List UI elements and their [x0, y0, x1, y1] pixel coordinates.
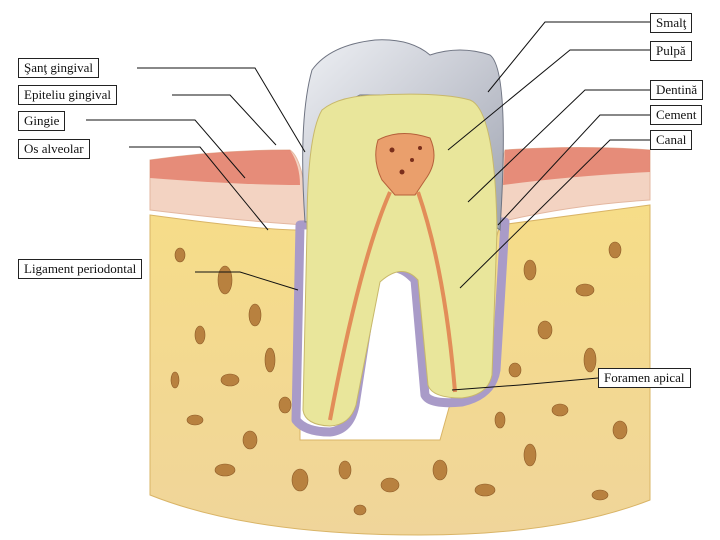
label-canal: Canal	[650, 130, 693, 150]
label-dentina: Dentină	[650, 80, 704, 100]
label-ligament-periodontal: Ligament periodontal	[18, 259, 143, 279]
label-pulpa: Pulpă	[650, 41, 692, 61]
root-canal-left	[328, 191, 392, 421]
label-gingie: Gingie	[18, 111, 66, 131]
label-cement: Cement	[650, 105, 703, 125]
bone-pores	[170, 241, 628, 516]
pulp-dots	[389, 146, 422, 175]
label-os-alveolar: Os alveolar	[18, 139, 90, 159]
label-foramen-apical: Foramen apical	[598, 368, 691, 388]
leader-lines	[86, 21, 650, 391]
gingiva-right-edge	[503, 147, 650, 185]
root-canal-right	[416, 191, 457, 393]
label-sant-gingival: Şanţ gingival	[18, 58, 99, 78]
label-epiteliu-gingival: Epiteliu gingival	[18, 85, 118, 105]
label-smalt: Smalţ	[650, 13, 693, 33]
gingiva-left-edge	[150, 150, 300, 185]
